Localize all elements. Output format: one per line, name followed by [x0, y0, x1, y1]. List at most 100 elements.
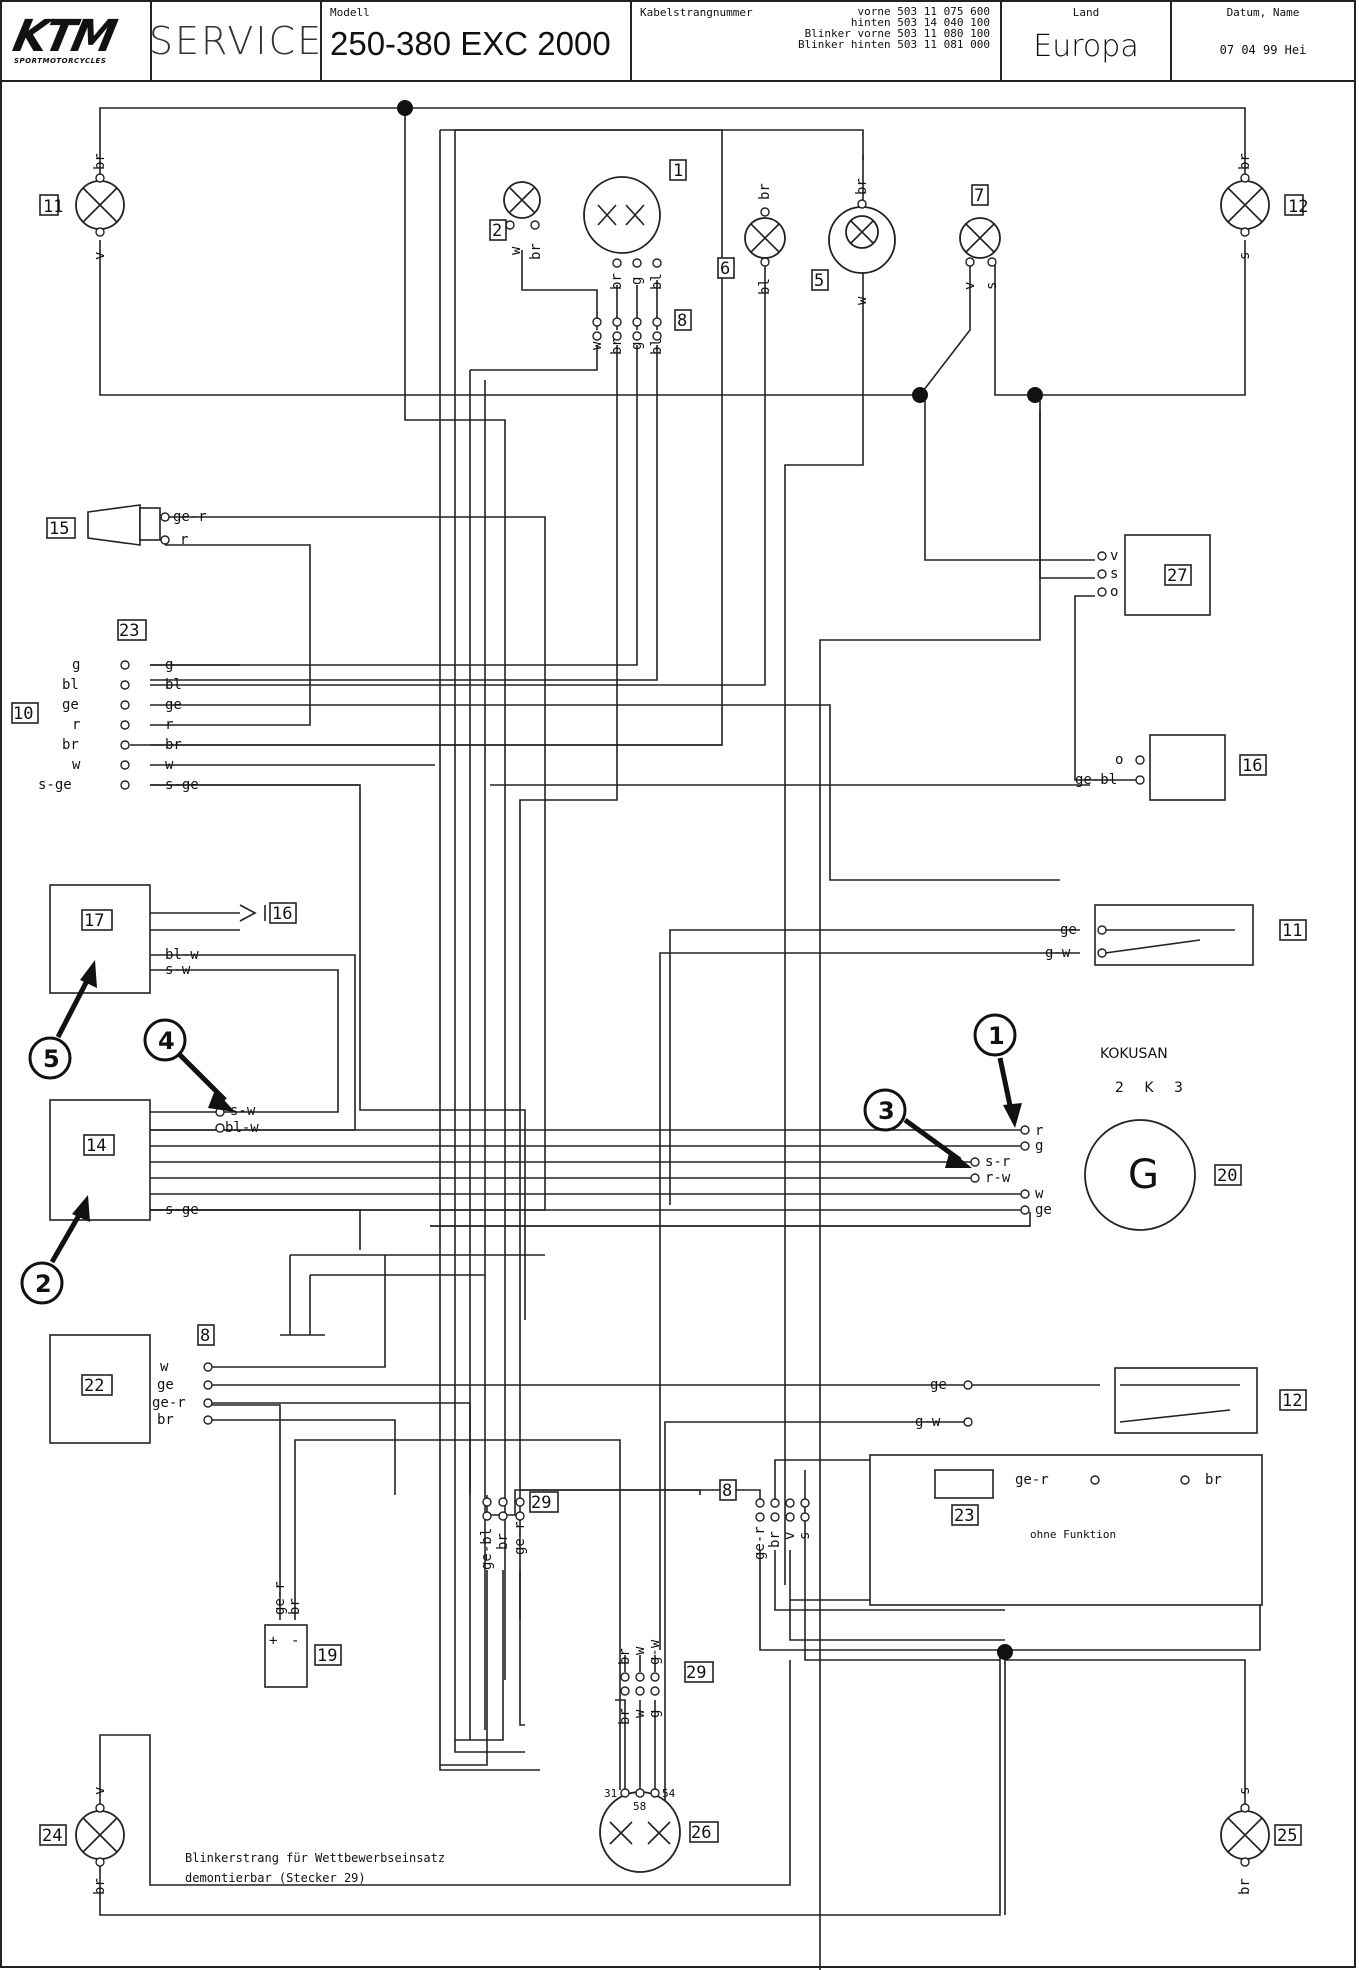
svg-text:54: 54	[662, 1787, 676, 1800]
relay-27: 27 v s o	[1097, 534, 1211, 616]
svg-text:w: w	[165, 757, 174, 773]
model-label: Modell	[330, 6, 370, 19]
svg-text:bl: bl	[649, 338, 665, 355]
svg-text:8: 8	[722, 1481, 732, 1501]
svg-text:16: 16	[272, 904, 292, 924]
svg-text:58: 58	[633, 1800, 646, 1813]
svg-text:w: w	[632, 1709, 648, 1718]
svg-text:10: 10	[13, 704, 33, 724]
country-cell: Land Europa	[1002, 2, 1172, 80]
svg-text:br: br	[287, 1598, 303, 1615]
svg-text:v: v	[92, 252, 108, 260]
svg-text:br: br	[62, 737, 79, 753]
svg-text:br: br	[92, 1878, 108, 1895]
svg-text:br: br	[1237, 153, 1253, 170]
lamp-2: 2 w br	[489, 181, 544, 260]
svg-text:ge-r: ge-r	[173, 509, 207, 525]
svg-text:s: s	[797, 1532, 813, 1540]
svg-text:w: w	[1035, 1186, 1044, 1202]
connector-8-bottom: 8 ge-r br v s	[719, 1479, 813, 1560]
note-line-1: Blinkerstrang für Wettbewerbseinsatz	[185, 1851, 445, 1865]
svg-text:br: br	[757, 183, 773, 200]
svg-text:g: g	[629, 277, 645, 285]
svg-text:g-w: g-w	[1045, 945, 1071, 961]
svg-text:14: 14	[86, 1136, 106, 1156]
svg-text:bl: bl	[165, 677, 182, 693]
svg-text:r: r	[72, 717, 80, 733]
cdi-15: 14 s-w bl-w s-ge	[49, 1099, 259, 1221]
svg-text:s: s	[1237, 252, 1253, 260]
svg-text:KOKUSAN: KOKUSAN	[1100, 1046, 1168, 1062]
svg-text:2 K 3: 2 K 3	[1115, 1080, 1191, 1096]
svg-text:ge: ge	[1060, 922, 1077, 938]
svg-text:g-w: g-w	[647, 1639, 663, 1665]
svg-text:2: 2	[492, 221, 502, 241]
svg-text:bl-w: bl-w	[225, 1120, 259, 1136]
svg-text:3: 3	[878, 1097, 895, 1125]
svg-text:1: 1	[673, 161, 683, 181]
svg-text:ge: ge	[157, 1377, 174, 1393]
date-value: 07 04 99 Hei	[1219, 43, 1307, 57]
connector-23: 23 10 g bl ge r br w s-ge g bl ge r br w…	[11, 619, 199, 793]
svg-text:ge: ge	[930, 1377, 947, 1393]
callout-1: 1	[973, 1013, 1022, 1128]
svg-text:29: 29	[686, 1663, 706, 1683]
svg-text:26: 26	[691, 1823, 711, 1843]
svg-text:15: 15	[49, 519, 69, 539]
svg-text:w: w	[632, 1646, 648, 1655]
svg-text:g: g	[647, 1710, 663, 1718]
switch-12: ge g-w 12	[915, 1367, 1307, 1434]
unit-14: 16 o ge-bl	[1075, 734, 1267, 801]
battery-19: + - ge-r br 19	[264, 1581, 342, 1688]
svg-text:g: g	[165, 657, 173, 673]
svg-text:br: br	[767, 1531, 783, 1548]
svg-text:r: r	[1035, 1123, 1043, 1139]
headlight-1: 1 br g bl	[583, 159, 687, 290]
connector-29-lower: br w g-w br w g 29	[617, 1639, 714, 1725]
svg-text:11: 11	[1282, 921, 1302, 941]
lamp-24: v br 24	[39, 1787, 125, 1895]
svg-text:29: 29	[531, 1493, 551, 1513]
svg-text:ge-r: ge-r	[1015, 1472, 1049, 1488]
svg-text:g-w: g-w	[915, 1414, 941, 1430]
svg-text:g: g	[629, 342, 645, 350]
svg-text:r: r	[165, 717, 173, 733]
model-cell: Modell 250-380 EXC 2000	[322, 2, 632, 80]
diagram-frame	[0, 80, 1356, 1968]
svg-text:w: w	[854, 296, 870, 305]
svg-text:-: -	[291, 1633, 299, 1649]
svg-text:g: g	[1035, 1138, 1043, 1154]
svg-text:r: r	[180, 532, 188, 548]
svg-text:v: v	[92, 1787, 108, 1795]
date-cell: Datum, Name 07 04 99 Hei	[1172, 2, 1354, 80]
model-value: 250-380 EXC 2000	[330, 25, 611, 62]
svg-text:ge-r: ge-r	[272, 1581, 288, 1615]
svg-text:12: 12	[1288, 197, 1308, 217]
wire-network	[99, 107, 1261, 1970]
svg-text:s-w: s-w	[230, 1103, 256, 1119]
svg-text:w: w	[508, 246, 524, 255]
svg-text:19: 19	[317, 1646, 337, 1666]
svg-text:25: 25	[1277, 1826, 1297, 1846]
svg-text:v: v	[782, 1532, 798, 1540]
svg-text:br: br	[609, 273, 625, 290]
callout-5: 5	[28, 960, 97, 1080]
svg-text:7: 7	[974, 186, 984, 206]
svg-text:4: 4	[158, 1027, 175, 1055]
svg-text:ge: ge	[165, 697, 182, 713]
svg-text:br: br	[1237, 1878, 1253, 1895]
svg-text:s-ge: s-ge	[38, 777, 72, 793]
switch-11: ge g-w 11	[1045, 904, 1307, 966]
svg-text:w: w	[72, 757, 81, 773]
svg-text:ge-r: ge-r	[752, 1526, 768, 1560]
svg-text:s-w: s-w	[165, 962, 191, 978]
lamp-3: br v 11	[39, 153, 125, 260]
svg-text:br: br	[165, 737, 182, 753]
svg-text:20: 20	[1217, 1166, 1237, 1186]
svg-text:5: 5	[43, 1045, 60, 1073]
svg-text:br: br	[609, 338, 625, 355]
svg-text:bl: bl	[649, 273, 665, 290]
svg-text:br: br	[528, 243, 544, 260]
